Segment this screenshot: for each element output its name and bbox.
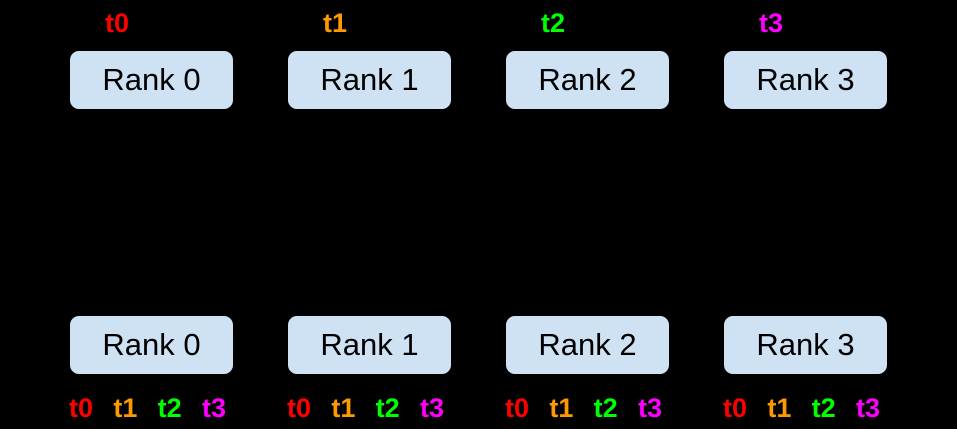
rank-box-top-1: Rank 1 (287, 50, 452, 110)
gathered-tags-2: t0 t1 t2 t3 (505, 393, 670, 423)
tag-t3: t3 (637, 393, 662, 423)
tag-t2: t2 (811, 393, 836, 423)
tag-t0: t0 (723, 393, 748, 423)
bottom-rank-cell-3: Rank 3 t0 t1 t2 t3 (723, 315, 888, 423)
rank-box-bottom-3: Rank 3 (723, 315, 888, 375)
shard-tag-t1: t1 (323, 8, 348, 38)
shard-tag-t0: t0 (105, 8, 130, 38)
tag-t3: t3 (855, 393, 880, 423)
top-rank-cell-2: t2 Rank 2 (505, 0, 670, 110)
tag-t1: t1 (549, 393, 574, 423)
rank-box-bottom-2: Rank 2 (505, 315, 670, 375)
gathered-tags-3: t0 t1 t2 t3 (723, 393, 888, 423)
top-rank-cell-1: t1 Rank 1 (287, 0, 452, 110)
tag-t3: t3 (201, 393, 226, 423)
top-row: t0 Rank 0 t1 Rank 1 t2 Rank 2 t3 Rank 3 (0, 0, 957, 110)
bottom-rank-cell-1: Rank 1 t0 t1 t2 t3 (287, 315, 452, 423)
rank-box-top-3: Rank 3 (723, 50, 888, 110)
tag-t2: t2 (157, 393, 182, 423)
top-rank-cell-0: t0 Rank 0 (69, 0, 234, 110)
tag-t3: t3 (419, 393, 444, 423)
rank-box-bottom-1: Rank 1 (287, 315, 452, 375)
shard-tag-t3: t3 (759, 8, 784, 38)
gathered-tags-0: t0 t1 t2 t3 (69, 393, 234, 423)
bottom-rank-cell-2: Rank 2 t0 t1 t2 t3 (505, 315, 670, 423)
rank-box-bottom-0: Rank 0 (69, 315, 234, 375)
tag-t0: t0 (69, 393, 94, 423)
top-rank-cell-3: t3 Rank 3 (723, 0, 888, 110)
tag-t2: t2 (593, 393, 618, 423)
bottom-row: Rank 0 t0 t1 t2 t3 Rank 1 t0 t1 t2 t3 Ra… (0, 315, 957, 423)
rank-box-top-2: Rank 2 (505, 50, 670, 110)
tag-t0: t0 (505, 393, 530, 423)
gathered-tags-1: t0 t1 t2 t3 (287, 393, 452, 423)
rank-box-top-0: Rank 0 (69, 50, 234, 110)
tag-t0: t0 (287, 393, 312, 423)
bottom-rank-cell-0: Rank 0 t0 t1 t2 t3 (69, 315, 234, 423)
tag-t2: t2 (375, 393, 400, 423)
tag-t1: t1 (113, 393, 138, 423)
tag-t1: t1 (331, 393, 356, 423)
tag-t1: t1 (767, 393, 792, 423)
shard-tag-t2: t2 (541, 8, 566, 38)
middle-gap (0, 110, 957, 315)
